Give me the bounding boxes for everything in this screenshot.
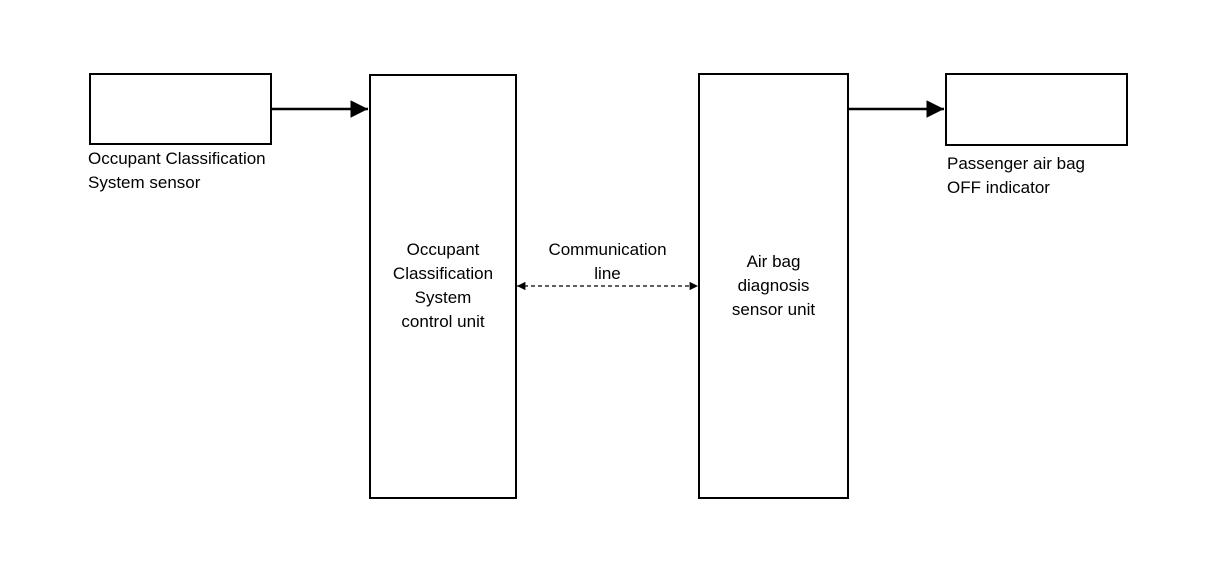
control-unit-line1: Occupant — [406, 240, 480, 259]
diagnosis-unit-label: Air bag diagnosis sensor unit — [698, 250, 849, 322]
indicator-label: Passenger air bag OFF indicator — [947, 152, 1085, 200]
sensor-box — [89, 73, 272, 145]
control-unit-line2: Classification — [392, 264, 494, 283]
indicator-box — [945, 73, 1128, 146]
diagnosis-unit-line1: Air bag — [746, 252, 801, 271]
indicator-label-line1: Passenger air bag — [947, 154, 1085, 173]
sensor-label: Occupant Classification System sensor — [88, 147, 266, 195]
control-unit-box — [369, 74, 517, 499]
sensor-label-line1: Occupant Classification — [88, 149, 266, 168]
communication-line2: line — [594, 264, 621, 283]
communication-line1: Communication — [548, 240, 667, 259]
control-unit-line4: control unit — [401, 312, 485, 331]
communication-line-label: Communication line — [517, 238, 698, 286]
indicator-label-line2: OFF indicator — [947, 178, 1050, 197]
control-unit-line3: System — [414, 288, 472, 307]
diagnosis-unit-line3: sensor unit — [731, 300, 816, 319]
sensor-label-line2: System sensor — [88, 173, 201, 192]
control-unit-label: Occupant Classification System control u… — [369, 238, 517, 334]
diagnosis-unit-line2: diagnosis — [737, 276, 810, 295]
diagnosis-unit-box — [698, 73, 849, 499]
